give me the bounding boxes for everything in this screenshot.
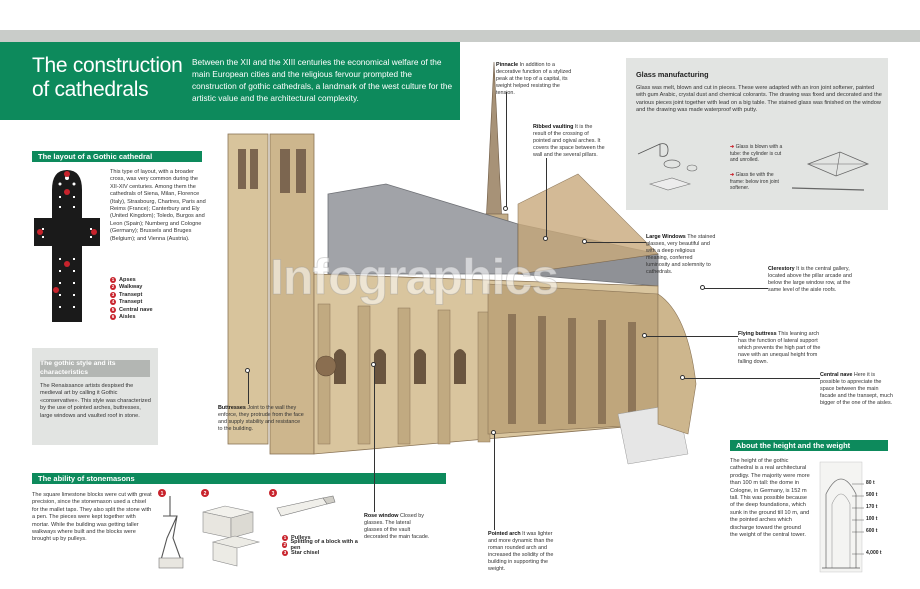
callout-ribbed-vaulting: Ribbed vaulting It is the result of the … — [533, 124, 605, 158]
glass-note-2: ➔ Glass tie with the frame: below iron j… — [730, 172, 779, 191]
callout-marker — [543, 236, 548, 241]
height-text: The height of the gothic cathedral is a … — [730, 458, 810, 539]
callout-marker — [503, 206, 508, 211]
scale-label: 500 t — [866, 492, 878, 498]
glass-heading: Glass manufacturing — [636, 70, 709, 79]
step-number: 3 — [272, 491, 275, 497]
leader-line — [494, 434, 495, 530]
height-heading: About the height and the weight — [730, 440, 888, 451]
callout-pinnacle: Pinnacle In addition to a decorative fun… — [496, 62, 572, 96]
step-number: 1 — [161, 491, 164, 497]
leader-line — [684, 378, 820, 379]
callout-central-nave: Central nave Here it is possible to appr… — [820, 372, 893, 406]
stonemason-text: The square limestone blocks were cut wit… — [32, 492, 152, 543]
glass-tools-illustration — [637, 143, 870, 191]
layout-text: This type of layout, with a broader cros… — [110, 169, 206, 242]
leader-line — [586, 242, 646, 243]
callout-buttresses: Buttresses Joint to the wall they enforc… — [218, 405, 304, 432]
leader-line — [546, 158, 547, 238]
leader-line — [646, 336, 738, 337]
leader-line — [704, 288, 768, 289]
gothic-style-box: The gothic style and its characteristics… — [32, 348, 158, 445]
callout-marker — [642, 333, 647, 338]
scale-label: 600 t — [866, 528, 878, 534]
leader-line — [248, 372, 249, 404]
callout-rose-window: Rose window Closed by glasses. The later… — [364, 513, 430, 540]
stonemason-tools-illustration: 1 2 3 — [158, 489, 336, 569]
glass-box: Glass manufacturing Glass was melt, blow… — [626, 58, 888, 210]
scale-label: 170 t — [866, 504, 878, 510]
title-banner — [0, 42, 460, 120]
scale-label: 80 t — [866, 480, 875, 486]
callout-flying-buttress: Flying buttress This leaning arch has th… — [738, 331, 821, 365]
layout-heading: The layout of a Gothic cathedral — [32, 151, 202, 162]
callout-marker — [371, 362, 376, 367]
height-weight-diagram — [819, 461, 864, 573]
callout-marker — [700, 285, 705, 290]
intro-text: Between the XII and the XIII centuries t… — [192, 57, 453, 103]
glass-note-1: ➔ Glass is blown with a tube: the cylind… — [730, 144, 783, 163]
callout-marker — [245, 368, 250, 373]
cathedral-cutaway-illustration — [227, 61, 697, 465]
scale-label: 100 t — [866, 516, 878, 522]
glass-text: Glass was melt, blown and cut in pieces.… — [636, 85, 882, 114]
stonemason-heading: The ability of stonemasons — [32, 473, 446, 484]
cathedral-floor-plan — [34, 170, 100, 322]
leader-line — [506, 92, 507, 210]
page-title: The construction of cathedrals — [32, 54, 183, 101]
callout-large-windows: Large Windows The stained glasses, very … — [646, 234, 716, 275]
top-band — [0, 30, 920, 42]
callout-marker — [680, 375, 685, 380]
callout-marker — [582, 239, 587, 244]
watermark: Infographics — [269, 249, 559, 306]
step-number: 2 — [204, 491, 207, 497]
gothic-style-heading: The gothic style and its characteristics — [40, 360, 150, 377]
scale-label: 4,000 t — [866, 550, 882, 556]
gothic-style-text: The Renaissance artists despised the med… — [40, 383, 151, 419]
leader-line — [374, 366, 375, 512]
callout-clerestory: Clerestory It is the central gallery, lo… — [768, 266, 852, 293]
callout-marker — [491, 430, 496, 435]
callout-pointed-arch: Pointed arch It was lighter and more dyn… — [488, 531, 554, 572]
